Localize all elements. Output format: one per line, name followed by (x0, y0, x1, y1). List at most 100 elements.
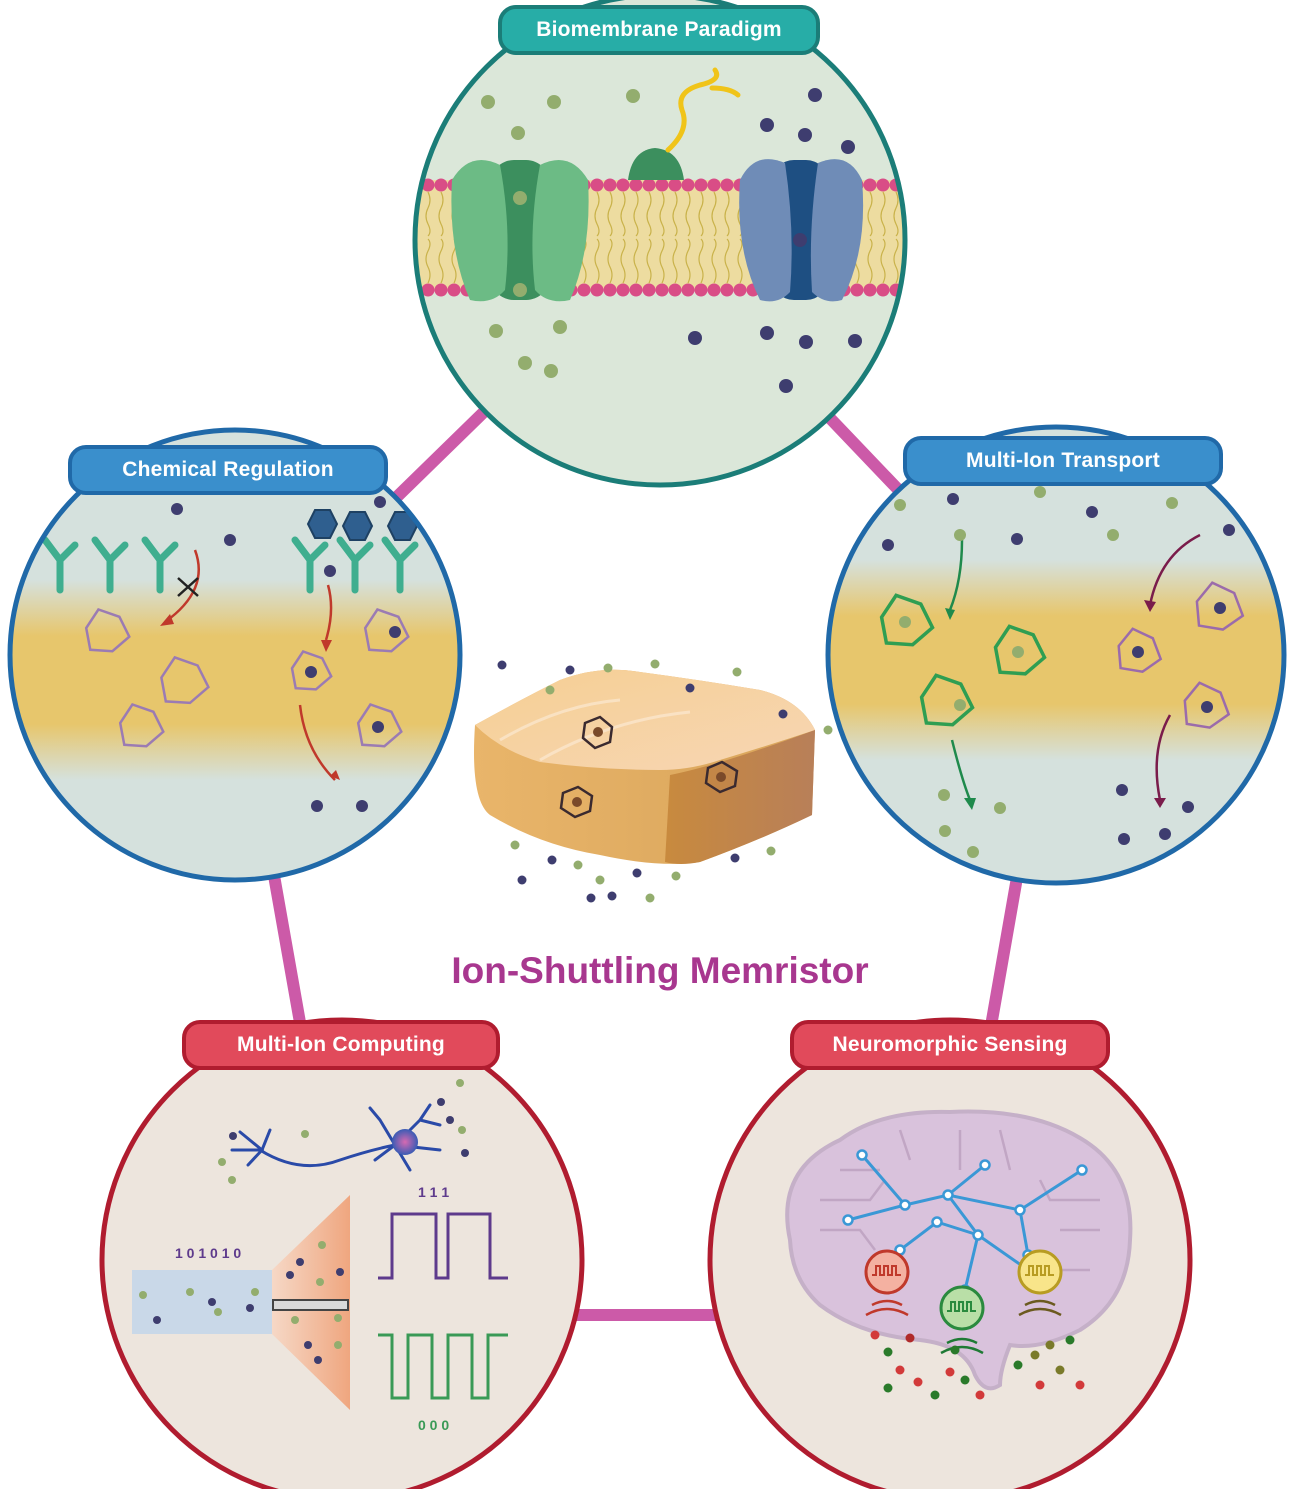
left-ions (171, 496, 401, 812)
sensing-ions (870, 1330, 1085, 1400)
lipid-head (876, 178, 890, 192)
network-node (972, 1229, 984, 1241)
purple-ion (1086, 506, 1098, 518)
purple-ion (882, 539, 894, 551)
lipid-tail (646, 238, 652, 284)
binary-input-label: 1 0 1 0 1 0 (175, 1245, 241, 1261)
pulse-wave-bottom (378, 1333, 508, 1400)
sensing-ion (1075, 1380, 1085, 1390)
lipid-head (850, 283, 864, 297)
purple-ion (685, 683, 695, 693)
hex-cage (118, 702, 165, 748)
green-ion (518, 356, 532, 370)
green-ion (671, 871, 681, 881)
sensing-ion (1065, 1335, 1075, 1345)
neuromorphic-sensing-label: Neuromorphic Sensing (790, 1020, 1110, 1070)
lipid-head (577, 283, 591, 297)
bound-molecules (306, 509, 419, 541)
lipid-tail (711, 191, 717, 237)
lipid-head (616, 283, 630, 297)
purple-ion (848, 334, 862, 348)
lipid-tail (724, 191, 730, 237)
green-ion (899, 616, 911, 628)
green-ion (218, 1158, 226, 1166)
chemical-regulation-panel (7, 427, 463, 883)
green-ion (766, 846, 776, 856)
lipid-tail (724, 238, 730, 284)
sensing-ion (870, 1330, 880, 1340)
lipid-head (629, 178, 643, 192)
sensing-ion (945, 1367, 955, 1377)
purple-ion (760, 118, 774, 132)
lipid-tail (594, 191, 600, 237)
hex-cage (84, 607, 131, 653)
lipid-head (720, 178, 734, 192)
sensing-ion (1055, 1365, 1065, 1375)
purple-ion (224, 534, 236, 546)
network-node (899, 1199, 911, 1211)
lipid-head (733, 283, 747, 297)
network-node (942, 1189, 954, 1201)
purple-ion (208, 1298, 216, 1306)
green-ion (228, 1176, 236, 1184)
network-node (1014, 1204, 1026, 1216)
pulse-bottom-label: 0 0 0 (418, 1417, 449, 1433)
sensor-green (939, 1285, 985, 1331)
green-ion (251, 1288, 259, 1296)
green-ion (894, 499, 906, 511)
green-ion (645, 893, 655, 903)
transport-arrows (948, 533, 1201, 801)
memristor-crystal (474, 659, 833, 903)
sensing-ion (913, 1377, 923, 1387)
purple-ion (632, 868, 642, 878)
hex-cage (1117, 627, 1163, 674)
hex-cage (160, 655, 210, 705)
lipid-head (655, 283, 669, 297)
lipid-tail (633, 191, 639, 237)
green-ion (954, 699, 966, 711)
green-ion (626, 89, 640, 103)
lipid-tail (607, 238, 613, 284)
green-ion (139, 1291, 147, 1299)
purple-ion (246, 1304, 254, 1312)
multi-ion-transport-panel (825, 424, 1287, 886)
blocked-arrow (160, 549, 200, 626)
purple-ion (324, 565, 336, 577)
green-ion (732, 667, 742, 677)
sensing-ion (1013, 1360, 1023, 1370)
lipid-tail (685, 238, 691, 284)
lipid-tail (620, 191, 626, 237)
right-ions (882, 486, 1235, 858)
multi-ion-computing-panel: 1 0 1 0 1 0 1 1 1 0 0 0 (99, 1017, 585, 1489)
hex-cage (356, 702, 403, 748)
neuron-icon (230, 1103, 442, 1172)
purple-ion (779, 379, 793, 393)
hex-cage (363, 607, 410, 653)
green-ion (214, 1308, 222, 1316)
green-ion (481, 95, 495, 109)
lipid-head (434, 283, 448, 297)
green-ion (316, 1278, 324, 1286)
sensing-ion (960, 1375, 970, 1385)
green-ion (553, 320, 567, 334)
lipid-tail (737, 238, 743, 284)
purple-ion (311, 800, 323, 812)
green-ion (967, 846, 979, 858)
green-ion (939, 825, 951, 837)
receptor-group-free (41, 536, 179, 594)
lipid-head (720, 283, 734, 297)
lipid-tail (880, 238, 886, 284)
lipid-head (590, 283, 604, 297)
network-node (931, 1216, 943, 1228)
lipid-head (603, 283, 617, 297)
lipid-tail (425, 238, 431, 284)
multi-ion-transport-label: Multi-Ion Transport (903, 436, 1223, 486)
pulse-wave-top (378, 1212, 508, 1280)
purple-ion (229, 1132, 237, 1140)
biomembrane-panel (412, 0, 908, 488)
purple-ion (760, 326, 774, 340)
purple-ion (1214, 602, 1226, 614)
sensing-ion (975, 1390, 985, 1400)
purple-ion (171, 503, 183, 515)
